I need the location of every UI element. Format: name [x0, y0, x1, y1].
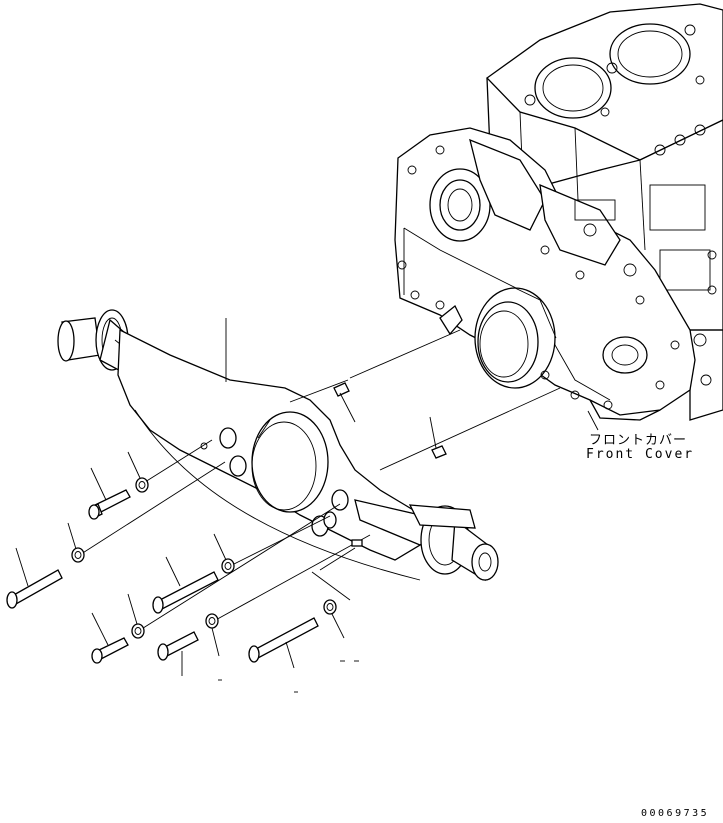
assembly-lines — [77, 329, 561, 631]
engine-block — [486, 3, 723, 421]
front-support-bracket — [57, 309, 499, 582]
front-cover-label-jp: フロントカバー — [589, 433, 688, 448]
leader-lines — [15, 318, 599, 693]
dowel-pins — [333, 382, 447, 547]
front-cover-label-en: Front Cover — [586, 447, 695, 462]
washers — [71, 477, 337, 639]
front-cover — [394, 127, 696, 421]
bolts — [6, 489, 319, 664]
drawing-number: 00069735 — [641, 808, 710, 819]
